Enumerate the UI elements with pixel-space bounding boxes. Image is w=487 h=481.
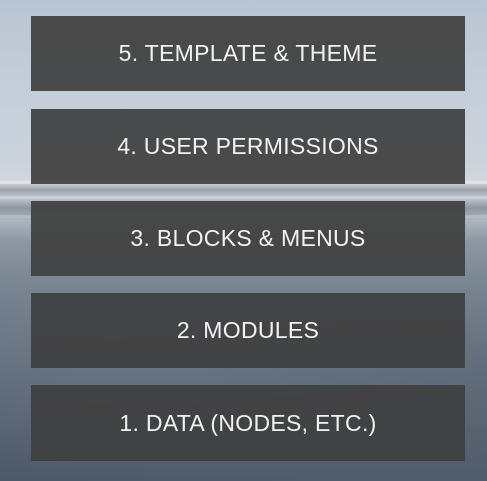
layer-3-box: 3. BLOCKS & MENUS [31, 201, 465, 276]
layer-4-box: 4. USER PERMISSIONS [31, 109, 465, 184]
surf-line [0, 196, 487, 199]
layer-4-label: 4. USER PERMISSIONS [117, 133, 379, 159]
layer-1-box: 1. DATA (NODES, ETC.) [31, 385, 465, 461]
layer-1-label: 1. DATA (NODES, ETC.) [119, 409, 377, 436]
layer-3-label: 3. BLOCKS & MENUS [130, 225, 366, 251]
layer-2-box: 2. MODULES [31, 293, 465, 368]
layer-5-label: 5. TEMPLATE & THEME [118, 40, 378, 66]
layer-2-label: 2. MODULES [176, 317, 320, 343]
layer-5-box: 5. TEMPLATE & THEME [31, 16, 465, 91]
